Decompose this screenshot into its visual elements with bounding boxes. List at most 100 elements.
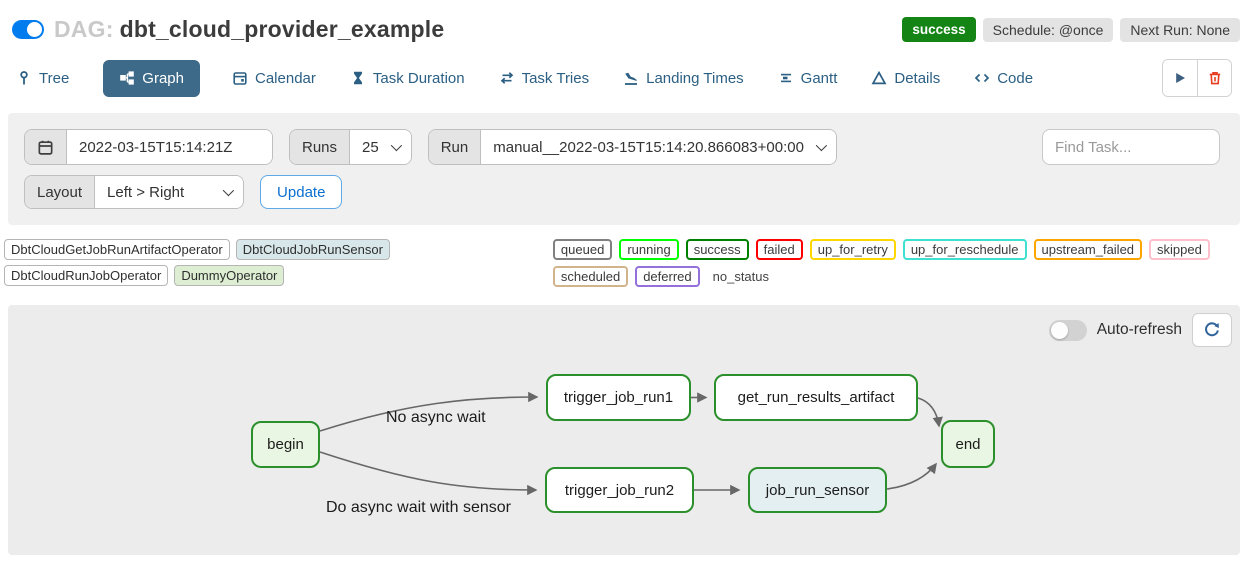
- graph-node-trigger_job_run2[interactable]: trigger_job_run2: [545, 467, 694, 513]
- graph-node-trigger_job_run1[interactable]: trigger_job_run1: [546, 374, 691, 421]
- run-value: manual__2022-03-15T15:14:20.866083+00:00: [493, 138, 804, 156]
- tab-gantt[interactable]: Gantt: [776, 60, 840, 97]
- dag-prefix: DAG:: [54, 16, 114, 42]
- play-icon: [1176, 73, 1185, 83]
- filter-row-1: Runs 25 Run manual__2022-03-15T15:14:20.…: [24, 129, 1224, 165]
- tab-tree[interactable]: Tree: [14, 60, 71, 97]
- view-tabbar: Tree Graph Calendar Task Duration Task T…: [0, 49, 1248, 109]
- edge-label: Do async wait with sensor: [326, 499, 511, 516]
- runs-value: 25: [362, 138, 379, 156]
- execution-date-input[interactable]: [67, 130, 272, 164]
- graph-node-end[interactable]: end: [941, 420, 995, 468]
- tab-label: Task Tries: [521, 69, 590, 87]
- layout-select[interactable]: Left > Right: [95, 176, 244, 208]
- edge-label: No async wait: [386, 409, 486, 426]
- tab-code[interactable]: Code: [972, 60, 1035, 97]
- dag-name: dbt_cloud_provider_example: [119, 16, 445, 42]
- tab-details[interactable]: Details: [869, 60, 942, 97]
- filter-row-2: Layout Left > Right Update: [24, 175, 1224, 209]
- status-badge[interactable]: success: [902, 17, 976, 42]
- tab-label: Tree: [39, 69, 70, 87]
- tab-calendar[interactable]: Calendar: [230, 60, 318, 97]
- repeat-icon: [500, 72, 513, 84]
- runs-group: Runs 25: [289, 129, 412, 165]
- status-badge-up_for_retry: up_for_retry: [809, 239, 896, 260]
- operator-badge: DbtCloudGetJobRunArtifactOperator: [4, 239, 230, 260]
- status-badge-running: running: [619, 239, 679, 260]
- calendar-addon[interactable]: [25, 130, 67, 164]
- status-badge-scheduled: scheduled: [552, 266, 629, 287]
- update-button[interactable]: Update: [260, 175, 343, 209]
- tab-label: Graph: [142, 69, 184, 87]
- refresh-icon: [1205, 322, 1219, 337]
- delete-dag-button[interactable]: [1197, 60, 1231, 96]
- graph-node-begin[interactable]: begin: [251, 421, 320, 468]
- trigger-dag-button[interactable]: [1163, 60, 1197, 96]
- graph-panel: begin trigger_job_run1 get_run_results_art…: [8, 305, 1240, 555]
- run-select[interactable]: manual__2022-03-15T15:14:20.866083+00:00: [481, 130, 836, 164]
- tab-landing-times[interactable]: Landing Times: [621, 60, 746, 97]
- refresh-button[interactable]: [1192, 313, 1232, 347]
- tab-label: Code: [997, 69, 1034, 87]
- status-badge-skipped: skipped: [1149, 239, 1210, 260]
- graph-node-get_run_results_artifact[interactable]: get_run_results_artifact: [714, 374, 918, 421]
- auto-refresh-toggle[interactable]: [1048, 319, 1087, 341]
- dag-edges: [319, 391, 943, 496]
- edge-begin-trigger_job_run2: [319, 451, 538, 496]
- layout-group: Layout Left > Right: [24, 175, 245, 209]
- run-group: Run manual__2022-03-15T15:14:20.866083+0…: [427, 129, 837, 165]
- layout-value: Left > Right: [107, 183, 185, 201]
- tab-label: Calendar: [255, 69, 316, 87]
- header: DAG:dbt_cloud_provider_example success S…: [0, 0, 1248, 49]
- tab-label: Landing Times: [646, 69, 744, 87]
- tab-label: Details: [894, 69, 941, 87]
- graph-node-job_run_sensor[interactable]: job_run_sensor: [748, 467, 887, 513]
- execution-date-group: [24, 129, 273, 165]
- chevron-down-icon: [815, 139, 828, 152]
- header-badges: success Schedule: @once Next Run: None: [902, 17, 1240, 42]
- tab-graph[interactable]: Graph: [103, 59, 200, 97]
- operator-badge: DbtCloudRunJobOperator: [4, 265, 169, 286]
- edge-begin-trigger_job_run1: [319, 391, 539, 432]
- trash-icon: [1209, 72, 1220, 85]
- operator-badge: DbtCloudJobRunSensor: [235, 239, 390, 260]
- status-badge-deferred: deferred: [635, 266, 700, 287]
- graph-controls: Auto-refresh: [1041, 309, 1240, 351]
- schedule-badge: Schedule: @once: [982, 17, 1114, 42]
- status-badge-failed: failed: [755, 239, 803, 260]
- tab-label: Gantt: [800, 69, 838, 87]
- triangle-icon: [871, 70, 887, 85]
- status-legend: queued running success failed up_for_retry up…: [552, 239, 1244, 287]
- code-icon: [975, 73, 990, 83]
- run-label: Run: [428, 130, 482, 164]
- dag-actions: [1162, 59, 1232, 97]
- calendar-icon: [233, 72, 247, 85]
- hourglass-icon: [353, 71, 362, 85]
- next-run-badge: Next Run: None: [1120, 17, 1240, 42]
- runs-label: Runs: [290, 130, 351, 164]
- runs-select[interactable]: 25: [350, 130, 411, 164]
- chevron-down-icon: [390, 139, 402, 152]
- toggle-knob: [1050, 321, 1068, 339]
- toggle-knob: [27, 22, 42, 37]
- tab-task-tries[interactable]: Task Tries: [497, 60, 592, 97]
- find-task-input[interactable]: [1042, 129, 1220, 165]
- page-title: DAG:dbt_cloud_provider_example: [54, 16, 444, 43]
- tab-task-duration[interactable]: Task Duration: [348, 60, 467, 97]
- auto-refresh-label: Auto-refresh: [1096, 321, 1182, 338]
- filter-panel: Runs 25 Run manual__2022-03-15T15:14:20.…: [8, 113, 1240, 225]
- edge-job_run_sensor-end: [886, 462, 937, 490]
- operator-badge: DummyOperator: [174, 265, 285, 286]
- calendar-icon: [38, 140, 53, 155]
- status-badge-up_for_reschedule: up_for_reschedule: [902, 239, 1027, 260]
- status-badge-queued: queued: [552, 239, 613, 260]
- chevron-down-icon: [222, 184, 235, 197]
- layout-label: Layout: [25, 176, 96, 208]
- edge-get_run_results_artifact-end: [917, 397, 943, 428]
- dag-pause-toggle[interactable]: [12, 20, 44, 39]
- status-badge-upstream_failed: upstream_failed: [1033, 239, 1143, 260]
- status-badge-success: success: [685, 239, 749, 260]
- status-label-no_status: no_status: [712, 269, 769, 284]
